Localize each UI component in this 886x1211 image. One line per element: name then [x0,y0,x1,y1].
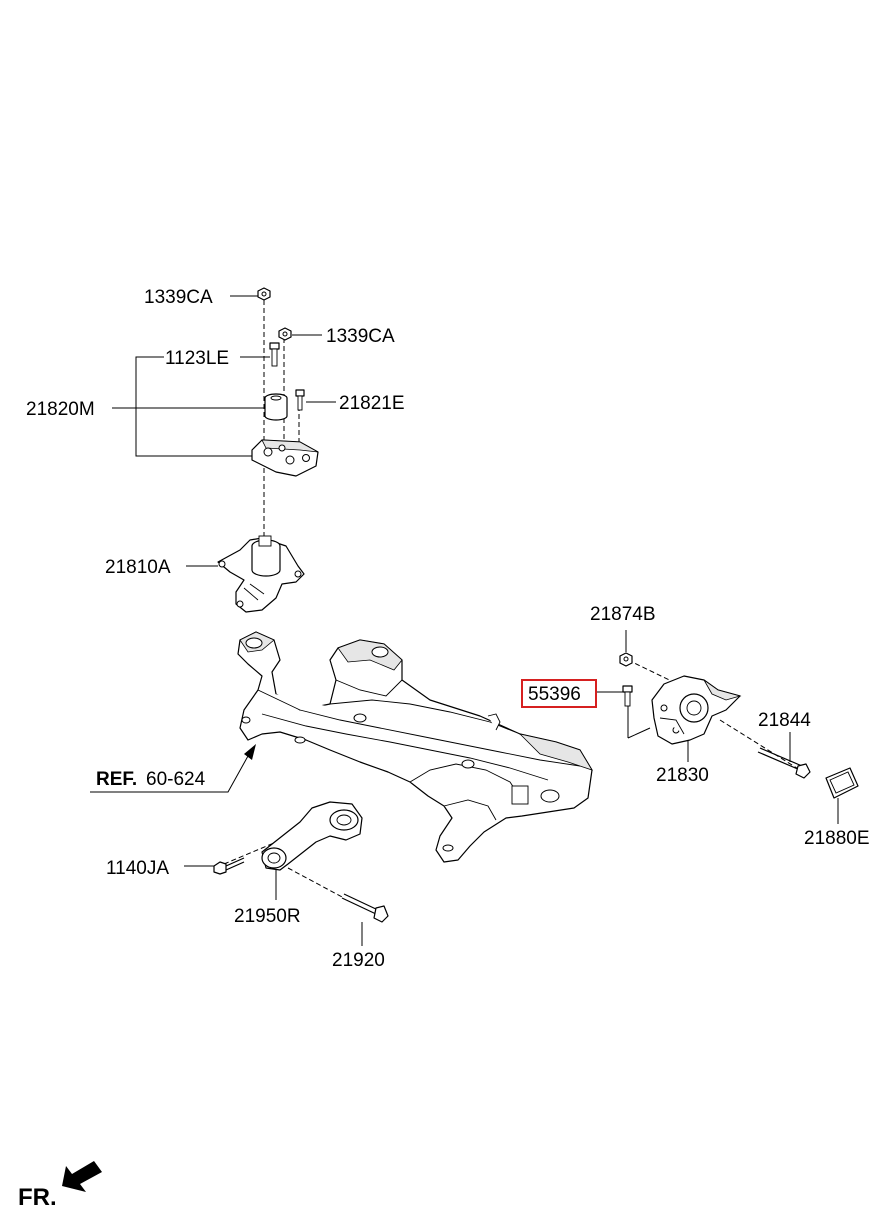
front-indicator: FR. [18,1161,102,1211]
label-1339ca-second[interactable]: 1339CA [326,326,395,347]
label-55396[interactable]: 55396 [528,684,581,705]
bolt-21821e[interactable] [295,389,305,411]
label-21880e[interactable]: 21880E [804,828,870,849]
top-mount-assembly [217,287,319,613]
label-1339ca-top[interactable]: 1339CA [144,287,213,308]
highlight-box [521,679,597,708]
ref-number[interactable]: 60-624 [146,769,206,790]
engine-mount-21810a[interactable] [217,535,305,613]
bolt-55396[interactable] [622,685,633,707]
label-1140ja[interactable]: 1140JA [106,858,169,879]
transmission-mount-group [619,652,859,799]
bolt-1140ja[interactable] [213,857,245,875]
roll-rod-group [213,801,389,923]
nut-21874b[interactable] [619,652,633,667]
label-21844[interactable]: 21844 [758,710,811,731]
nut-1339ca-second[interactable] [278,327,292,341]
nut-1339ca-top[interactable] [257,287,271,301]
cover-21880e[interactable] [825,767,859,799]
label-21950r[interactable]: 21950R [234,906,301,927]
subframe-crossmember [237,631,593,863]
part-labels: 1339CA 1339CA 1123LE 21820M 21821E 21810… [26,287,870,971]
front-label: FR. [18,1184,57,1211]
bushing [264,393,288,421]
ref-arrow-icon [244,744,256,760]
roll-rod-21950r[interactable] [261,801,363,871]
label-21820m[interactable]: 21820M [26,399,95,420]
label-21830[interactable]: 21830 [656,765,709,786]
bolt-21920[interactable] [341,893,389,923]
label-21920[interactable]: 21920 [332,950,385,971]
bracket-21820m[interactable] [251,439,319,477]
label-1123le[interactable]: 1123LE [165,348,229,369]
label-21821e[interactable]: 21821E [339,393,405,414]
leader-lines [90,295,839,946]
bolt-1123le[interactable] [269,342,280,367]
bolt-21844[interactable] [757,747,811,779]
label-21810a[interactable]: 21810A [105,557,171,578]
ref-prefix: REF. [96,769,137,790]
transmission-mount-21830[interactable] [651,675,742,745]
arrow-down-left-icon [62,1161,102,1192]
label-21874b[interactable]: 21874B [590,604,656,625]
